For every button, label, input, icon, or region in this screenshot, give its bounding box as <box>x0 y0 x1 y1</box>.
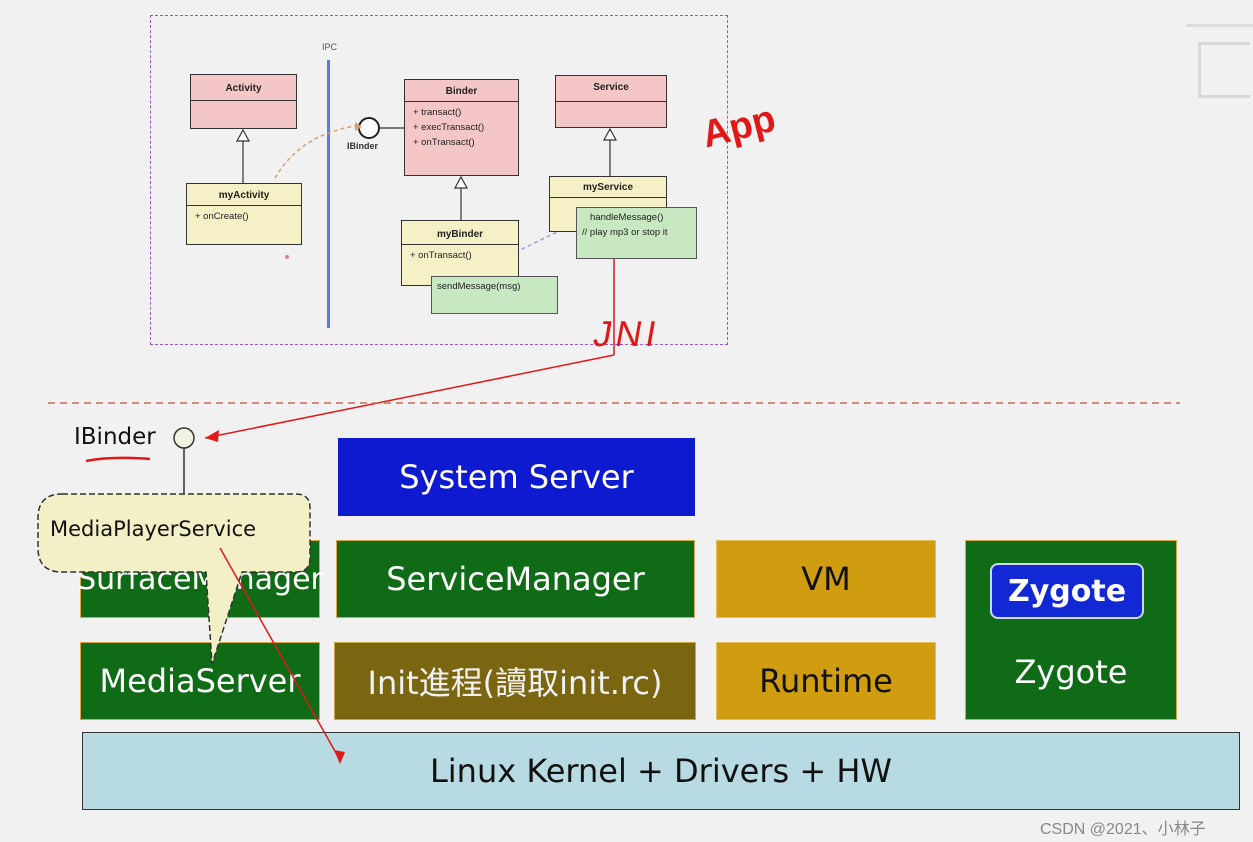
corner-logo-icon <box>1198 42 1250 98</box>
my-binder-class-title: myBinder <box>402 221 518 245</box>
binder-method-on-transact: + onTransact() <box>413 137 475 148</box>
my-service-class-title: myService <box>550 177 666 198</box>
ibinder-lollipop-label: IBinder <box>347 141 379 151</box>
init-process-block: Init進程(讀取init.rc) <box>334 642 696 720</box>
zygote-block: Zygote Zygote <box>965 540 1177 720</box>
handle-message-note-line1: handleMessage() <box>590 212 664 223</box>
handle-message-note-line2: // play mp3 or stop it <box>582 227 668 238</box>
zygote-inner-badge: Zygote <box>990 563 1144 619</box>
binder-method-transact: + transact() <box>413 107 462 118</box>
service-manager-block: ServiceManager <box>336 540 695 618</box>
handle-message-note: handleMessage() // play mp3 or stop it <box>576 207 697 259</box>
binder-methods: + transact() + execTransact() + onTransa… <box>405 102 518 153</box>
service-class: Service <box>555 75 667 128</box>
corner-logo-bar-icon <box>1186 24 1253 27</box>
activity-class: Activity <box>190 74 297 129</box>
ibinder-label: IBinder <box>74 424 156 450</box>
binder-class-title: Binder <box>405 80 518 102</box>
ipc-line <box>327 60 330 328</box>
my-activity-class: myActivity + onCreate() <box>186 183 302 245</box>
service-class-divider <box>556 101 666 102</box>
app-region-box <box>150 15 728 345</box>
system-server-block: System Server <box>338 438 695 516</box>
my-binder-class: myBinder + onTransact() <box>401 220 519 286</box>
binder-class: Binder + transact() + execTransact() + o… <box>404 79 519 176</box>
my-activity-method: + onCreate() <box>195 211 249 222</box>
runtime-block: Runtime <box>716 642 936 720</box>
send-message-note: sendMessage(msg) <box>431 276 558 314</box>
activity-class-divider <box>191 100 296 101</box>
ipc-label: IPC <box>322 42 338 52</box>
watermark: CSDN @2021、小林子 <box>1040 821 1206 838</box>
media-player-service-label: MediaPlayerService <box>50 517 257 541</box>
my-activity-class-title: myActivity <box>187 184 301 206</box>
service-class-title: Service <box>593 82 629 93</box>
activity-class-title: Activity <box>225 83 262 94</box>
binder-method-exec-transact: + execTransact() <box>413 122 485 133</box>
zygote-label: Zygote <box>1014 653 1128 691</box>
vm-block: VM <box>716 540 936 618</box>
kernel-block: Linux Kernel + Drivers + HW <box>82 732 1240 810</box>
my-binder-method: + onTransact() <box>410 250 472 261</box>
